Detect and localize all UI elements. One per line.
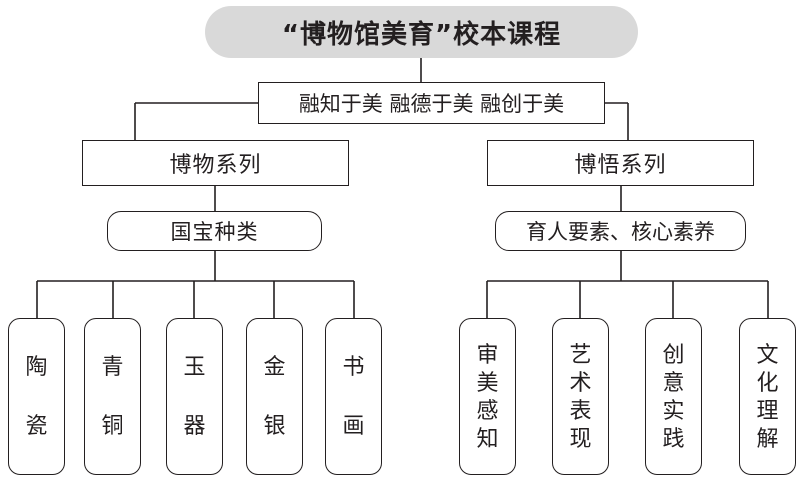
leaf-aesthetic-perception: 审 美 感 知 — [459, 318, 516, 475]
leaf-char: 美 — [476, 371, 499, 396]
leaf-char: 书 — [342, 355, 365, 380]
leaf-char: 化 — [756, 371, 779, 396]
leaf-char: 玉 — [183, 355, 206, 380]
leaf-char: 创 — [662, 343, 685, 368]
leaf-char: 文 — [756, 343, 779, 368]
leaf-char: 知 — [476, 427, 499, 452]
leaf-char: 金 — [263, 355, 286, 380]
leaf-char: 画 — [342, 414, 365, 439]
leaf-char: 瓷 — [25, 414, 48, 439]
leaf-char: 解 — [756, 427, 779, 452]
leaf-artistic-expression: 艺 术 表 现 — [552, 318, 609, 475]
leaf-char: 表 — [569, 399, 592, 424]
motto-box: 融知于美 融德于美 融创于美 — [258, 82, 605, 124]
leaf-pottery: 陶 瓷 — [8, 318, 65, 475]
series-box-bowu-wisdom: 博悟系列 — [487, 140, 754, 186]
leaf-cultural-understanding: 文 化 理 解 — [739, 318, 796, 475]
leaf-char: 器 — [183, 414, 206, 439]
leaf-creative-practice: 创 意 实 践 — [645, 318, 702, 475]
leaf-char: 践 — [662, 427, 685, 452]
leaf-char: 艺 — [569, 343, 592, 368]
leaf-char: 银 — [263, 414, 286, 439]
leaf-gold-silver: 金 银 — [246, 318, 303, 475]
leaf-char: 实 — [662, 399, 685, 424]
leaf-char: 陶 — [25, 355, 48, 380]
leaf-char: 审 — [476, 343, 499, 368]
leaf-char: 理 — [756, 399, 779, 424]
leaf-jade: 玉 器 — [166, 318, 223, 475]
leaf-char: 铜 — [101, 414, 124, 439]
category-box-treasures: 国宝种类 — [107, 211, 322, 251]
leaf-char: 感 — [476, 399, 499, 424]
leaf-calligraphy: 书 画 — [325, 318, 382, 475]
category-box-elements: 育人要素、核心素养 — [495, 211, 746, 251]
leaf-char: 意 — [662, 371, 685, 396]
series-box-bowu: 博物系列 — [82, 140, 349, 186]
diagram-title: “博物馆美育”校本课程 — [205, 6, 638, 58]
leaf-char: 术 — [569, 371, 592, 396]
leaf-char: 现 — [569, 427, 592, 452]
leaf-bronze: 青 铜 — [84, 318, 141, 475]
leaf-char: 青 — [101, 355, 124, 380]
